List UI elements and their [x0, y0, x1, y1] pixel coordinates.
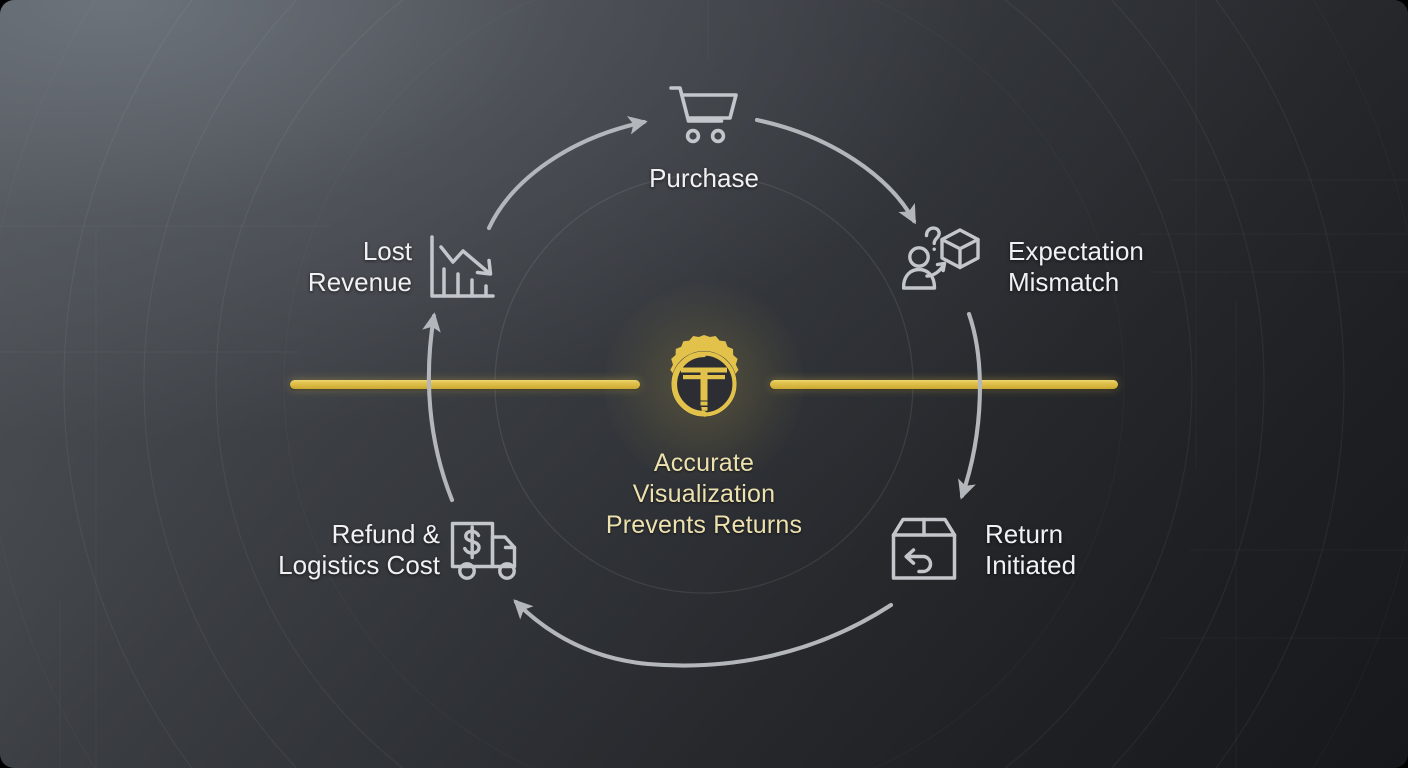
node-label-lost-revenue: Lost Revenue — [307, 236, 412, 297]
gear-drill-t-logo-icon — [654, 334, 754, 434]
accent-bar-right — [770, 380, 1118, 389]
connector-return-to-refund — [513, 599, 894, 668]
node-label-return-initiated: Return Initiated — [985, 519, 1077, 580]
accent-bar-left — [290, 380, 640, 389]
delivery-truck-dollar-icon — [450, 517, 526, 581]
declining-bar-chart-icon — [427, 234, 497, 300]
node-label-expectation-mismatch: Expectation Mismatch — [1008, 236, 1144, 297]
center-caption: Accurate Visualization Prevents Returns — [605, 449, 803, 539]
node-label-purchase: Purchase — [649, 163, 759, 193]
connector-expectation-to-return — [958, 311, 982, 500]
connector-refund-to-lost — [422, 312, 455, 503]
shopping-cart-icon — [668, 83, 740, 147]
box-return-arrow-icon — [890, 516, 958, 582]
node-label-refund-logistics-cost: Refund & Logistics Cost — [278, 519, 440, 580]
person-question-box-icon — [901, 224, 982, 294]
